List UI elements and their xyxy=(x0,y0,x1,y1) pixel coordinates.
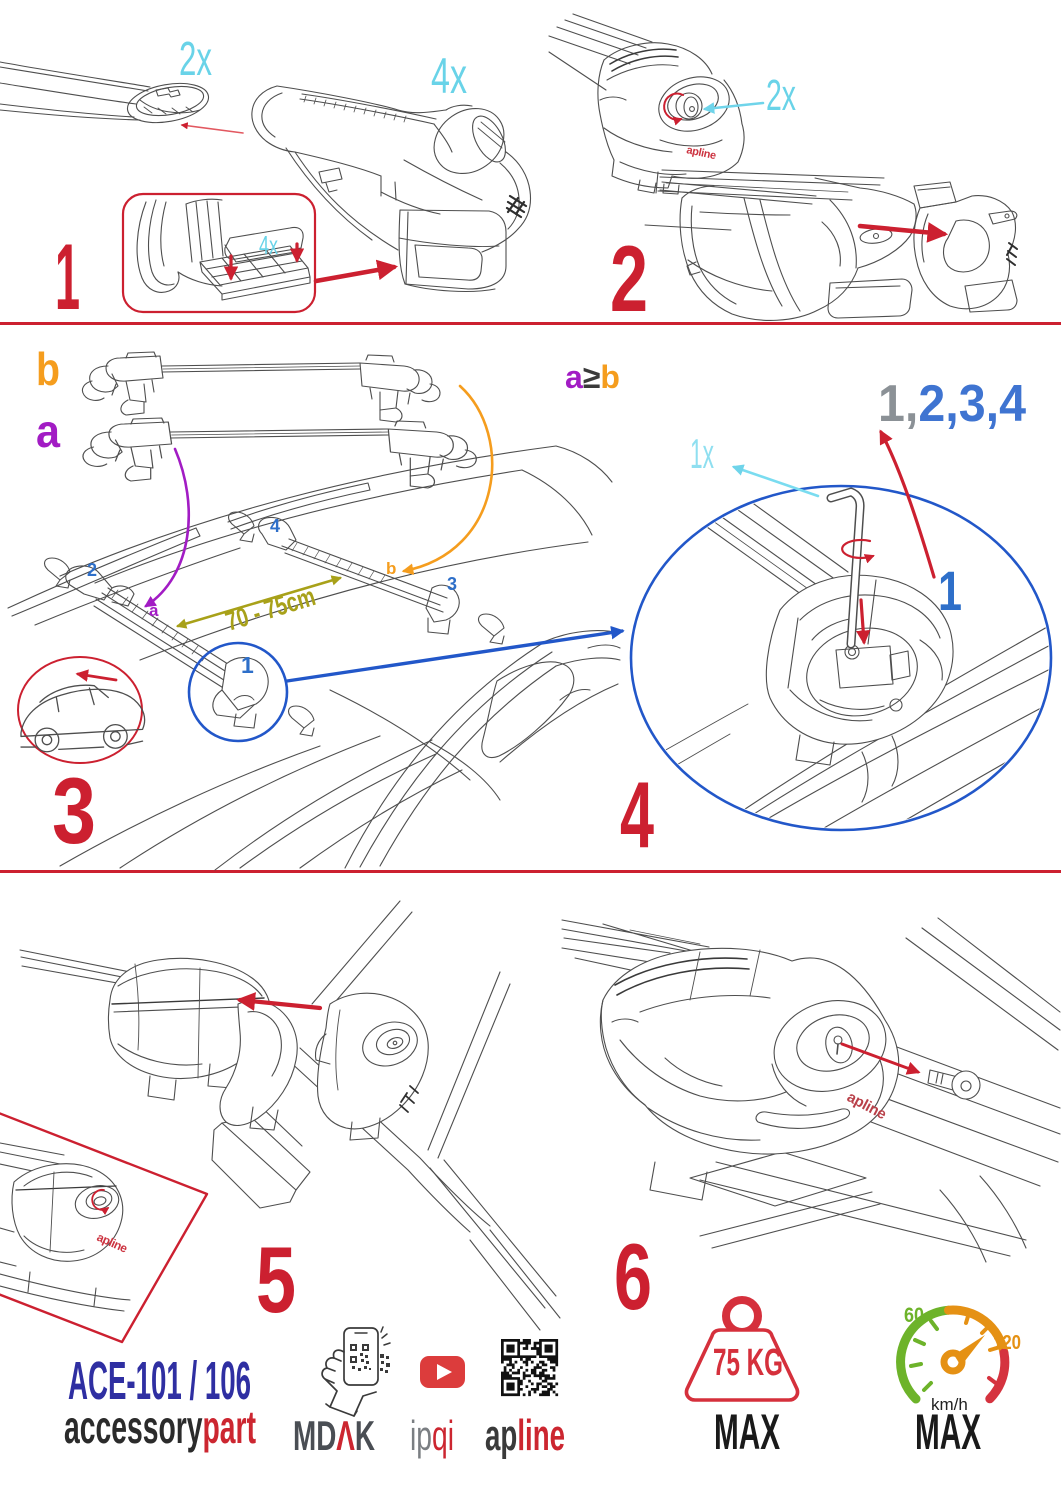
svg-text:5: 5 xyxy=(256,1227,296,1332)
svg-text:km/h: km/h xyxy=(931,1395,968,1414)
svg-text:2x: 2x xyxy=(179,33,212,86)
svg-text:2: 2 xyxy=(87,560,97,580)
svg-text:3: 3 xyxy=(52,758,96,863)
svg-text:4x: 4x xyxy=(431,48,467,104)
svg-text:a: a xyxy=(149,601,159,620)
svg-text:60: 60 xyxy=(904,1304,924,1327)
svg-text:1: 1 xyxy=(55,224,80,329)
svg-text:6: 6 xyxy=(614,1224,652,1329)
svg-text:75 KG: 75 KG xyxy=(713,1342,783,1384)
svg-text:1: 1 xyxy=(241,652,254,678)
svg-text:4: 4 xyxy=(620,762,654,867)
svg-text:MAX: MAX xyxy=(915,1404,981,1460)
svg-text:ACE-101 / 106: ACE-101 / 106 xyxy=(68,1351,251,1411)
svg-text:1,2,3,4: 1,2,3,4 xyxy=(878,375,1026,433)
svg-text:3: 3 xyxy=(447,574,457,594)
svg-text:a≥b: a≥b xyxy=(565,359,620,395)
svg-text:accessorypart: accessorypart xyxy=(64,1401,256,1453)
svg-text:4: 4 xyxy=(270,516,280,536)
svg-text:MDΛK: MDΛK xyxy=(293,1412,375,1459)
svg-text:b: b xyxy=(386,559,396,578)
svg-text:2: 2 xyxy=(610,226,648,331)
svg-text:2x: 2x xyxy=(766,71,796,120)
svg-text:1: 1 xyxy=(938,559,962,622)
svg-text:apline: apline xyxy=(485,1411,565,1460)
svg-text:a: a xyxy=(36,405,60,457)
svg-text:4x: 4x xyxy=(259,230,278,260)
svg-text:b: b xyxy=(36,343,60,395)
svg-text:120: 120 xyxy=(993,1332,1021,1354)
svg-text:ipqi: ipqi xyxy=(410,1412,454,1459)
svg-text:MAX: MAX xyxy=(714,1404,780,1460)
svg-text:1x: 1x xyxy=(690,430,714,477)
